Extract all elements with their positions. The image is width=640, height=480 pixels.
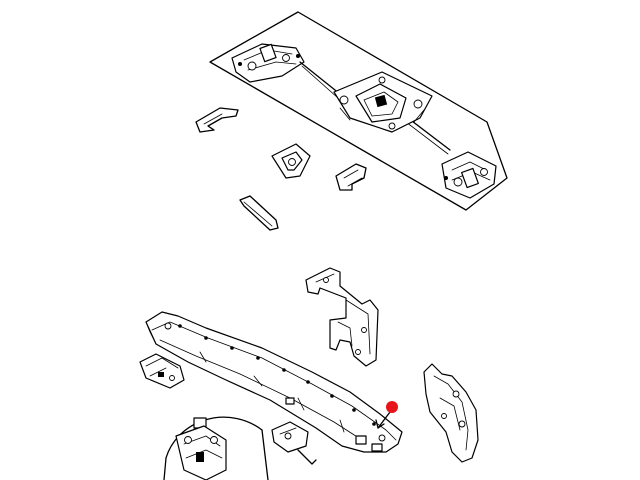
striker-triangle [271,143,311,179]
shim-plate-left [195,107,239,133]
right-hinge-bracket [441,151,497,199]
latch-linkage-assembly [209,11,508,211]
detail-callout [163,416,317,480]
callout-leader [375,411,391,429]
upright-mounting-bracket [305,267,379,367]
bracket-clip-right [335,163,367,191]
callout-marker[interactable] [386,401,398,413]
crossmember-beam [145,311,403,453]
left-hinge-bracket [231,43,305,83]
side-panel-bracket [423,363,479,463]
panel-outline [209,11,508,211]
detail-part [175,417,227,480]
linkage-rod-lower [407,117,451,151]
center-latch-module [333,71,433,133]
mounting-block [139,353,185,389]
retainer-clip [239,195,279,231]
linkage-rod-upper [299,61,341,95]
detail-clip [271,421,317,465]
